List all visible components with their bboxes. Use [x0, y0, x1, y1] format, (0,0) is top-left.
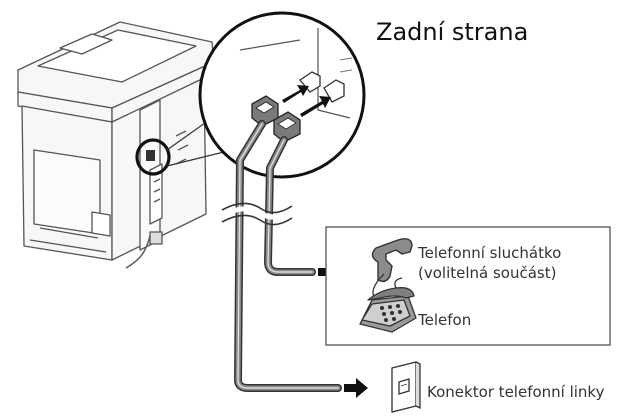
cables — [234, 120, 342, 392]
magnifier-circle — [198, 11, 366, 179]
arrow-right-icon — [344, 378, 368, 398]
handset-label-line2: (volitelná součást) — [418, 264, 557, 282]
telephone-icon — [359, 287, 417, 333]
telephone-label: Telefon — [418, 311, 472, 329]
wall-jack-icon — [391, 361, 421, 413]
diagram-title: Zadní strana — [376, 18, 529, 46]
insert-arrow-1 — [282, 85, 309, 103]
port-socket-2 — [323, 79, 345, 103]
port-socket-1 — [299, 71, 321, 93]
cable-break-symbol — [221, 202, 293, 226]
insert-arrow-2 — [300, 96, 331, 117]
port-marker — [146, 150, 155, 161]
handset-label: Telefonní sluchátko (volitelná součást) — [418, 243, 561, 283]
printer-icon — [17, 21, 215, 269]
plug-2 — [273, 111, 301, 143]
handset-label-line1: Telefonní sluchátko — [418, 244, 562, 262]
zoom-line-bottom — [166, 149, 233, 167]
plug-1 — [251, 95, 279, 127]
line-jack-label: Konektor telefonní linky — [427, 383, 605, 401]
port-highlight-ring — [135, 138, 171, 176]
